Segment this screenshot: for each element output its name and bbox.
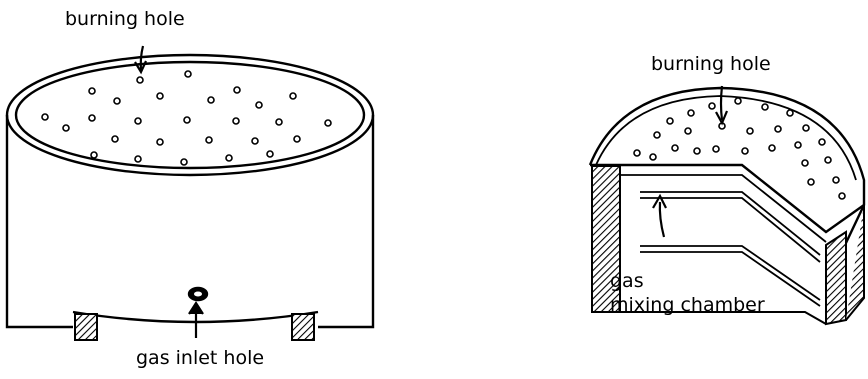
cylindrical-burner xyxy=(7,55,373,340)
arrow-to-burning-hole-right xyxy=(721,86,722,120)
label-mixing-chamber: mixing chamber xyxy=(610,296,765,315)
cutaway-wall-right xyxy=(826,232,846,324)
burner-rim-inner xyxy=(16,62,364,168)
label-gas-inlet-hole: gas inlet hole xyxy=(136,349,264,368)
burner-leg-left xyxy=(75,314,97,340)
burning-holes-left xyxy=(42,71,331,165)
cutaway-top-outer xyxy=(590,88,864,285)
label-gas: gas xyxy=(610,272,644,291)
label-burning-hole-left: burning hole xyxy=(65,10,185,29)
label-burning-hole-right: burning hole xyxy=(651,55,771,74)
arrow-gas-into-chamber xyxy=(660,202,664,237)
burner-leg-right xyxy=(292,314,314,340)
